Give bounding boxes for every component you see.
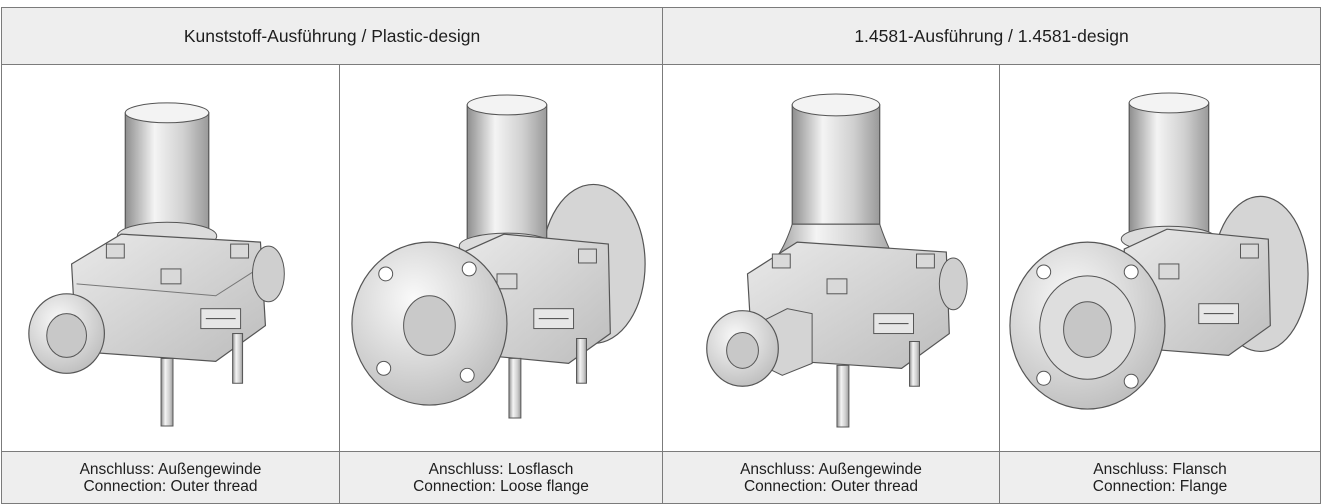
- valve-illustration: [706, 93, 968, 428]
- valve-illustration: [1009, 92, 1309, 410]
- caption-line-en: Connection: Flange: [1092, 477, 1228, 495]
- caption-plastic-loose-flange: Anschluss: Losflasch Connection: Loose f…: [339, 451, 663, 504]
- product-image-steel-flange: [999, 64, 1321, 452]
- header-steel-design: 1.4581-Ausführung / 1.4581-design: [662, 7, 1321, 65]
- caption-line-de: Anschluss: Losflasch: [428, 460, 574, 478]
- caption-line-de: Anschluss: Außengewinde: [740, 460, 922, 478]
- product-image-steel-outer-thread: [662, 64, 1000, 452]
- header-steel-label: 1.4581-Ausführung / 1.4581-design: [854, 25, 1129, 46]
- caption-line-de: Anschluss: Flansch: [1093, 460, 1227, 478]
- caption-steel-flange: Anschluss: Flansch Connection: Flange: [999, 451, 1321, 504]
- caption-line-en: Connection: Outer thread: [83, 477, 258, 495]
- header-plastic-design: Kunststoff-Ausführung / Plastic-design: [1, 7, 663, 65]
- header-plastic-label: Kunststoff-Ausführung / Plastic-design: [183, 25, 481, 46]
- caption-line-en: Connection: Loose flange: [413, 477, 589, 495]
- caption-line-en: Connection: Outer thread: [743, 477, 919, 495]
- product-image-plastic-loose-flange: [339, 64, 663, 452]
- product-table: Kunststoff-Ausführung / Plastic-design 1…: [1, 7, 1321, 504]
- valve-illustration: [351, 94, 646, 419]
- caption-plastic-outer-thread: Anschluss: Außengewinde Connection: Oute…: [1, 451, 340, 504]
- product-image-plastic-outer-thread: [1, 64, 340, 452]
- caption-line-de: Anschluss: Außengewinde: [79, 460, 262, 478]
- caption-steel-outer-thread: Anschluss: Außengewinde Connection: Oute…: [662, 451, 1000, 504]
- valve-illustration: [28, 102, 285, 427]
